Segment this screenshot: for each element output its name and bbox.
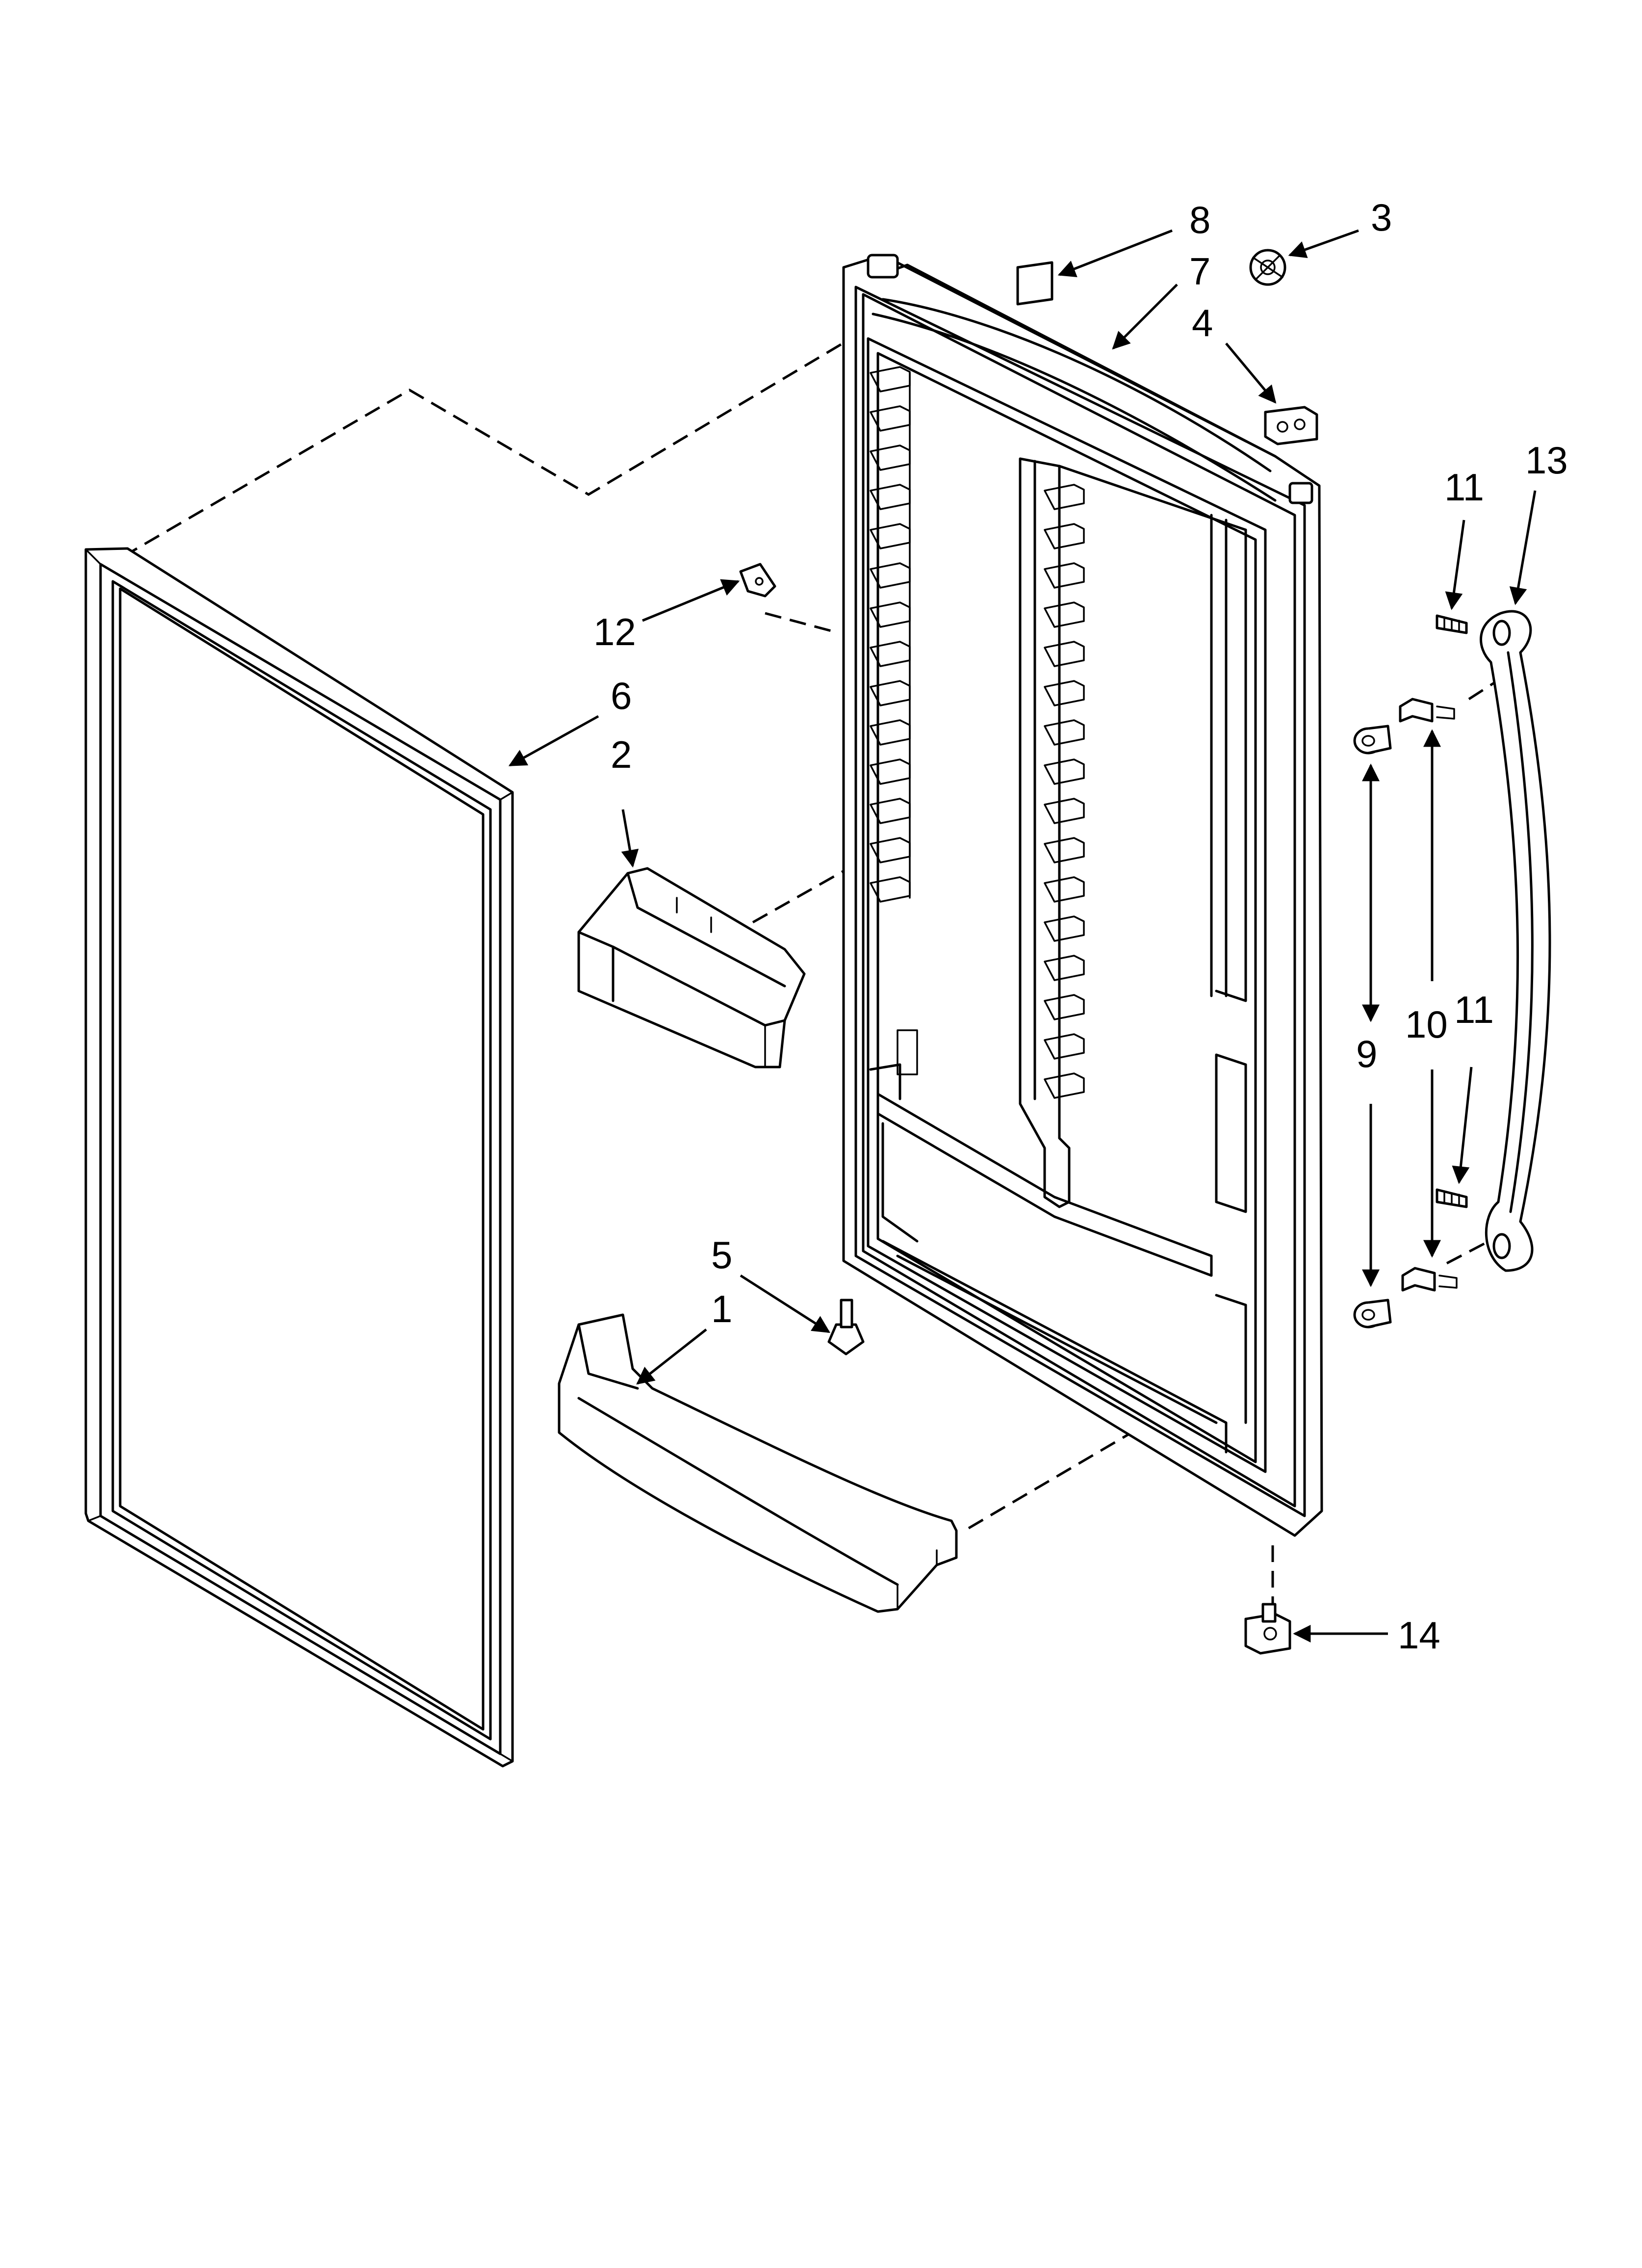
callout-3: 3 <box>1371 196 1392 239</box>
callout-1: 1 <box>711 1287 732 1330</box>
top-hinge-part <box>1264 406 1318 445</box>
bottom-hinge-part <box>1244 1603 1291 1655</box>
callout-13: 13 <box>1525 439 1568 482</box>
lower-bushing-part <box>827 1299 865 1356</box>
lower-door-bin <box>558 1313 958 1613</box>
callout-5: 5 <box>711 1233 732 1277</box>
callout-14: 14 <box>1398 1614 1440 1657</box>
left-shelf-ribs <box>870 366 911 903</box>
callout-6: 6 <box>611 674 632 717</box>
callout-4: 4 <box>1192 301 1213 344</box>
callout-11-upper: 11 <box>1444 466 1484 509</box>
center-shelf-ribs <box>1044 484 1085 1099</box>
callout-9: 9 <box>1356 1032 1377 1075</box>
callout-8: 8 <box>1189 198 1210 241</box>
leader-lines <box>508 229 1537 1642</box>
label-part <box>1016 261 1053 306</box>
hinge-cap-part <box>1249 249 1286 286</box>
callout-11-lower: 11 <box>1454 988 1494 1031</box>
door-gasket <box>84 547 514 1768</box>
bracket-part <box>739 563 776 598</box>
door-handle-part <box>1480 610 1551 1272</box>
callout-10: 10 <box>1405 1003 1448 1046</box>
callout-2: 2 <box>611 733 632 776</box>
handle-fasteners <box>1353 614 1468 1329</box>
assembly-guide-lines <box>122 337 1504 1616</box>
callout-labels: 8 3 7 4 11 13 12 6 2 9 10 11 5 1 14 <box>593 196 1568 1657</box>
callout-7: 7 <box>1189 250 1210 293</box>
callout-12: 12 <box>593 610 636 653</box>
door-liner <box>842 254 1323 1537</box>
upper-door-bin <box>577 867 806 1069</box>
